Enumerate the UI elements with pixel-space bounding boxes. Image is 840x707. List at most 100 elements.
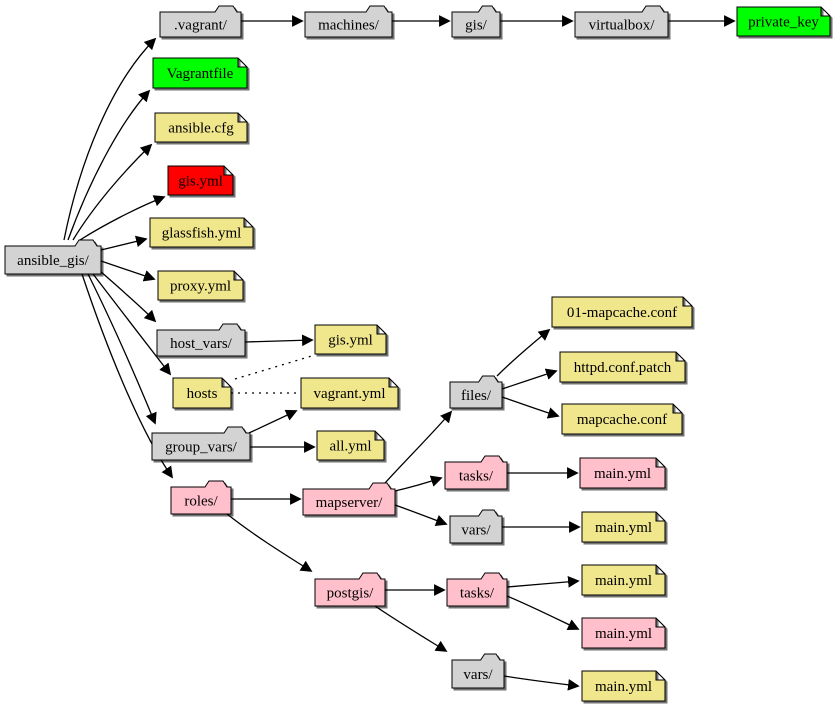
- edges-layer: [63, 15, 736, 691]
- node-dot-vagrant-dir: .vagrant/: [159, 5, 242, 38]
- node-label: mapserver/: [316, 495, 383, 511]
- folder-shape: [159, 5, 242, 38]
- node-label: gis.yml: [178, 174, 223, 190]
- note-shape: [154, 112, 248, 143]
- node-label: group_vars/: [165, 440, 237, 456]
- folder-shape: [151, 426, 251, 461]
- edge-ansible-gis-to-vagrant-dir: [63, 37, 157, 241]
- node-label: main.yml: [594, 466, 651, 482]
- note-shape: [736, 6, 831, 37]
- edge-ansible-gis-to-hosts: [92, 273, 172, 376]
- node-label: postgis/: [327, 586, 375, 602]
- node-mapserver-vars-main-yml: main.yml: [581, 511, 666, 543]
- node-label: .vagrant/: [174, 18, 228, 34]
- node-mapserver-vars-dir: vars/: [449, 509, 503, 544]
- node-postgis-role-dir: postgis/: [314, 572, 386, 607]
- edge-host-vars-to-gis-yml: [244, 334, 314, 347]
- node-label: 01-mapcache.conf: [567, 305, 677, 321]
- note-shape: [157, 270, 244, 301]
- node-label: main.yml: [595, 679, 652, 695]
- node-host-vars-dir: host_vars/: [156, 323, 246, 357]
- node-mapserver-tasks-dir: tasks/: [444, 455, 508, 490]
- node-label: main.yml: [595, 573, 652, 589]
- node-postgis-tasks-dir: tasks/: [446, 572, 508, 607]
- edge-postgis-tasks-to-main-yml-1: [506, 575, 580, 588]
- note-shape: [149, 217, 254, 248]
- note-shape: [152, 57, 248, 89]
- node-label: glassfish.yml: [162, 226, 242, 242]
- node-ansible-cfg-file: ansible.cfg: [154, 112, 248, 143]
- node-label: host_vars/: [170, 336, 232, 352]
- node-label: ansible.cfg: [168, 121, 234, 137]
- edge-postgis-vars-to-main-yml: [503, 675, 580, 691]
- node-mapserver-role-dir: mapserver/: [302, 482, 396, 516]
- node-01-mapcache-conf-file: 01-mapcache.conf: [551, 296, 693, 328]
- note-shape: [581, 670, 666, 702]
- note-shape: [559, 351, 686, 383]
- node-label: ansible_gis/: [17, 253, 89, 269]
- note-shape: [581, 511, 666, 543]
- edge-ansible-gis-to-proxy-yml: [100, 260, 156, 282]
- edge-postgis-tasks-to-main-yml-2: [506, 595, 580, 630]
- node-label: Vagrantfile: [167, 66, 234, 82]
- edge-files-to-mapcache-conf: [501, 396, 560, 419]
- node-label: files/: [461, 388, 492, 404]
- node-label: vagrant.yml: [313, 386, 385, 402]
- folder-shape: [444, 455, 508, 490]
- folder-shape: [446, 572, 508, 607]
- edge-files-to-01-mapcache-conf: [496, 328, 551, 377]
- node-postgis-vars-main-yml: main.yml: [581, 670, 666, 702]
- node-label: tasks/: [459, 469, 494, 485]
- folder-shape: [170, 480, 232, 515]
- note-shape: [581, 617, 666, 649]
- node-gis-dir: gis/: [451, 5, 501, 38]
- node-ansible-gis: ansible_gis/: [4, 239, 102, 275]
- note-shape: [172, 377, 232, 409]
- note-shape: [581, 564, 666, 596]
- node-vagrantfile: Vagrantfile: [152, 57, 248, 89]
- node-label: machines/: [318, 18, 380, 34]
- node-postgis-tasks-main-yml-2: main.yml: [581, 617, 666, 649]
- node-proxy-yml-file: proxy.yml: [157, 270, 244, 301]
- node-label: mapcache.conf: [577, 412, 667, 428]
- folder-shape: [451, 5, 501, 38]
- edge-files-to-httpd-conf-patch: [501, 368, 558, 390]
- folder-shape: [302, 482, 396, 516]
- node-mapserver-tasks-main-yml: main.yml: [579, 457, 666, 489]
- nodes-layer: ansible_gis/ .vagrant/ machines/ gis/ vi…: [4, 5, 831, 702]
- folder-shape: [304, 5, 393, 38]
- node-all-yml-file: all.yml: [316, 430, 385, 461]
- node-label: vars/: [463, 667, 493, 683]
- node-label: main.yml: [595, 626, 652, 642]
- note-shape: [579, 457, 666, 489]
- node-label: virtualbox/: [589, 18, 656, 34]
- node-label: roles/: [184, 494, 218, 510]
- edge-hosts-to-gis-yml-dotted: [234, 354, 316, 380]
- node-label: private_key: [748, 15, 819, 31]
- folder-shape: [451, 653, 505, 689]
- edge-ansible-gis-to-ansible-cfg: [72, 143, 153, 241]
- node-glassfish-yml-file: glassfish.yml: [149, 217, 254, 248]
- edge-group-vars-to-vagrant-yml: [248, 409, 298, 434]
- node-label: vars/: [461, 523, 491, 539]
- edge-ansible-gis-to-group-vars: [87, 273, 157, 425]
- edge-ansible-gis-to-glassfish-yml: [100, 235, 148, 251]
- node-private-key-file: private_key: [736, 6, 831, 37]
- folder-shape: [314, 572, 386, 607]
- edge-mapserver-to-vars: [394, 504, 448, 526]
- node-label: proxy.yml: [170, 279, 231, 295]
- node-gis-yml-playbook: gis.yml: [167, 165, 234, 196]
- node-label: hosts: [187, 386, 218, 402]
- node-hosts-file: hosts: [172, 377, 232, 409]
- note-shape: [314, 324, 387, 355]
- note-shape: [551, 296, 693, 328]
- node-label: httpd.conf.patch: [574, 360, 672, 376]
- edge-mapserver-to-files: [384, 410, 453, 484]
- edge-postgis-to-vars: [374, 605, 448, 652]
- folder-shape: [574, 5, 669, 38]
- note-shape: [300, 377, 399, 409]
- node-label: gis.yml: [328, 333, 373, 349]
- folder-shape: [449, 375, 503, 409]
